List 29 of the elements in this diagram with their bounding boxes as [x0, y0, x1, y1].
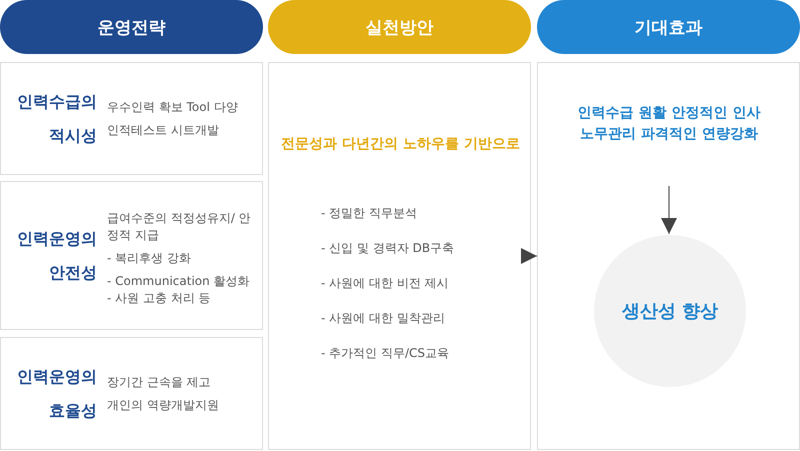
column-header: 운영전략: [0, 0, 263, 54]
detail-text: - Communication 활성화: [107, 273, 251, 290]
plan-item: - 추가적인 직무/CS교육: [321, 345, 449, 362]
plan-item: - 정밀한 직무분석: [321, 205, 417, 222]
column-header: 기대효과: [537, 0, 800, 54]
plan-item: - 사원에 대한 비전 제시: [321, 275, 449, 292]
plan-heading: 전문성과 다년간의 노하우를 기반으로: [281, 135, 520, 154]
detail-text: 개인의 역량개발지원: [107, 396, 220, 414]
arrow: [521, 248, 538, 264]
arrow: [661, 186, 677, 234]
plan-item: - 신입 및 경력자 DB구축: [321, 240, 454, 257]
strategy-card: [0, 62, 263, 175]
strategy-title: 인력운영의 효율성: [16, 366, 97, 422]
strategy-card: [0, 181, 263, 330]
detail-text: 급여수준의 적정성유지/ 안정적 지급: [107, 210, 252, 244]
effect-panel: [537, 62, 800, 450]
strategy-title: 인력운영의 안전성: [16, 228, 97, 284]
column-header: 실천방안: [268, 0, 531, 54]
strategy-card: [0, 337, 263, 450]
detail-text: - 사원 고충 처리 등: [107, 290, 212, 307]
plan-item: - 사원에 대한 밀착관리: [321, 310, 445, 327]
detail-text: - 복리후생 강화: [107, 250, 192, 267]
result-circle: 생산성 향상: [594, 235, 746, 387]
strategy-title: 인력수급의 적시성: [16, 90, 97, 146]
detail-text: 장기간 근속을 제고: [107, 374, 212, 390]
detail-text: 인적테스트 시트개발: [107, 122, 220, 138]
effect-text: 인력수급 원활 안정적인 인사노무관리 파격적인 연량강화: [571, 103, 767, 187]
detail-text: 우수인력 확보 Tool 다양: [107, 98, 239, 116]
plan-panel: [268, 62, 531, 450]
